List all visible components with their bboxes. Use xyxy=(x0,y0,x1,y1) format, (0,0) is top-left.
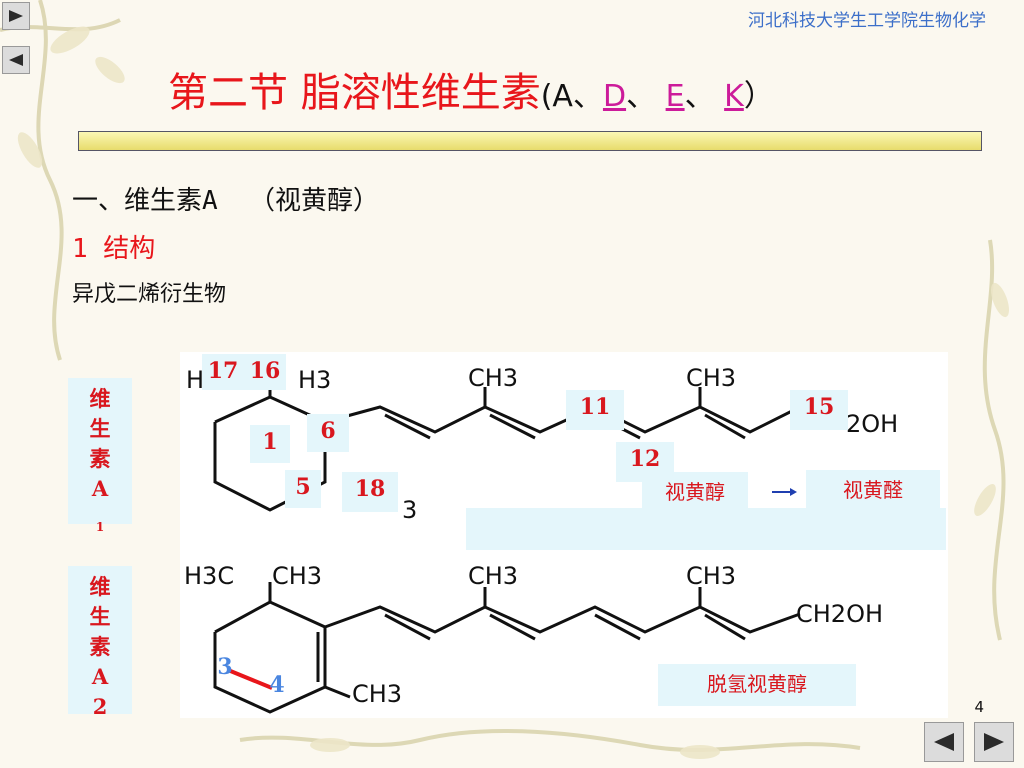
previous-page-button[interactable] xyxy=(924,722,964,762)
mol-text-h: H xyxy=(186,366,204,394)
number-15: 15 xyxy=(790,390,848,430)
next-page-button[interactable] xyxy=(974,722,1014,762)
number-11: 11 xyxy=(566,390,624,430)
label-vitamin-a1: 维生素A 1 xyxy=(68,378,132,534)
back-button[interactable] xyxy=(2,46,30,74)
mol-text-h3c: H3C xyxy=(184,562,234,590)
label-vitamin-a1-text: 维生素A xyxy=(89,386,111,501)
mol-text-ch3-a2-bottom: CH3 xyxy=(352,680,402,708)
title-close: ） xyxy=(743,79,774,114)
mol-text-ch3-a1-1: CH3 xyxy=(468,364,518,392)
number-6: 6 xyxy=(307,414,349,452)
title-divider-bar xyxy=(78,131,982,151)
slide-title: 第二节 脂溶性维生素(A、D、 E、 K） xyxy=(168,60,774,118)
mol-text-oh: 2OH xyxy=(846,410,898,438)
section-description: 异戊二烯衍生物 xyxy=(72,282,227,307)
number-5: 5 xyxy=(285,470,321,508)
label-retinol: 视黄醇 xyxy=(642,472,748,512)
title-sep-2: 、 xyxy=(684,79,715,114)
triangle-right-icon xyxy=(984,733,1004,751)
number-3: 3 xyxy=(217,654,233,680)
title-main: 第二节 脂溶性维生素 xyxy=(168,70,541,116)
triangle-left-icon xyxy=(9,54,23,66)
school-header: 河北科技大学生工学院生物化学 xyxy=(748,11,986,31)
mol-text-frag3: 3 xyxy=(402,496,417,524)
link-vitamin-d[interactable]: D xyxy=(602,79,627,114)
label-vitamin-a1-sub: 1 xyxy=(95,520,105,535)
label-dehydroretinol: 脱氢视黄醇 xyxy=(658,664,856,706)
highlight-bond-3-4 xyxy=(227,668,273,690)
label-vitamin-a2: 维生素A2 xyxy=(68,566,132,719)
mol-text-ch3-a2-2: CH3 xyxy=(686,562,736,590)
title-open: (A、 xyxy=(540,79,603,114)
mol-text-ch3-a2-1: CH3 xyxy=(468,562,518,590)
label-retinal: 视黄醛 xyxy=(806,470,940,510)
page-number: 4 xyxy=(974,698,984,716)
link-vitamin-e[interactable]: E xyxy=(665,79,685,114)
mol-text-h3: H3 xyxy=(298,366,331,394)
triangle-right-icon xyxy=(9,10,23,22)
section-subheading: 1 结构 xyxy=(72,234,156,264)
triangle-left-icon xyxy=(934,733,954,751)
number-17: 17 xyxy=(202,354,244,390)
number-4: 4 xyxy=(269,672,285,698)
prev-slide-button[interactable] xyxy=(2,2,30,30)
title-sep-1: 、 xyxy=(626,79,657,114)
number-16: 16 xyxy=(244,354,286,390)
number-18: 18 xyxy=(342,472,398,512)
label-vitamin-a2-text: 维生素A2 xyxy=(89,574,111,719)
vitamin-a-structures: H H3 CH3 CH3 2OH 3 H3C CH3 CH3 CH3 CH2OH… xyxy=(184,364,898,714)
number-1: 1 xyxy=(250,425,290,463)
section-heading: 一、维生素A （视黄醇） xyxy=(72,186,379,216)
blank-highlight-box xyxy=(466,508,946,550)
link-vitamin-k[interactable]: K xyxy=(724,79,744,114)
arrow-right-icon xyxy=(772,488,797,496)
mol-text-ch3-a2-ring: CH3 xyxy=(272,562,322,590)
mol-text-ch3-a1-2: CH3 xyxy=(686,364,736,392)
mol-text-ch2oh: CH2OH xyxy=(796,600,883,628)
